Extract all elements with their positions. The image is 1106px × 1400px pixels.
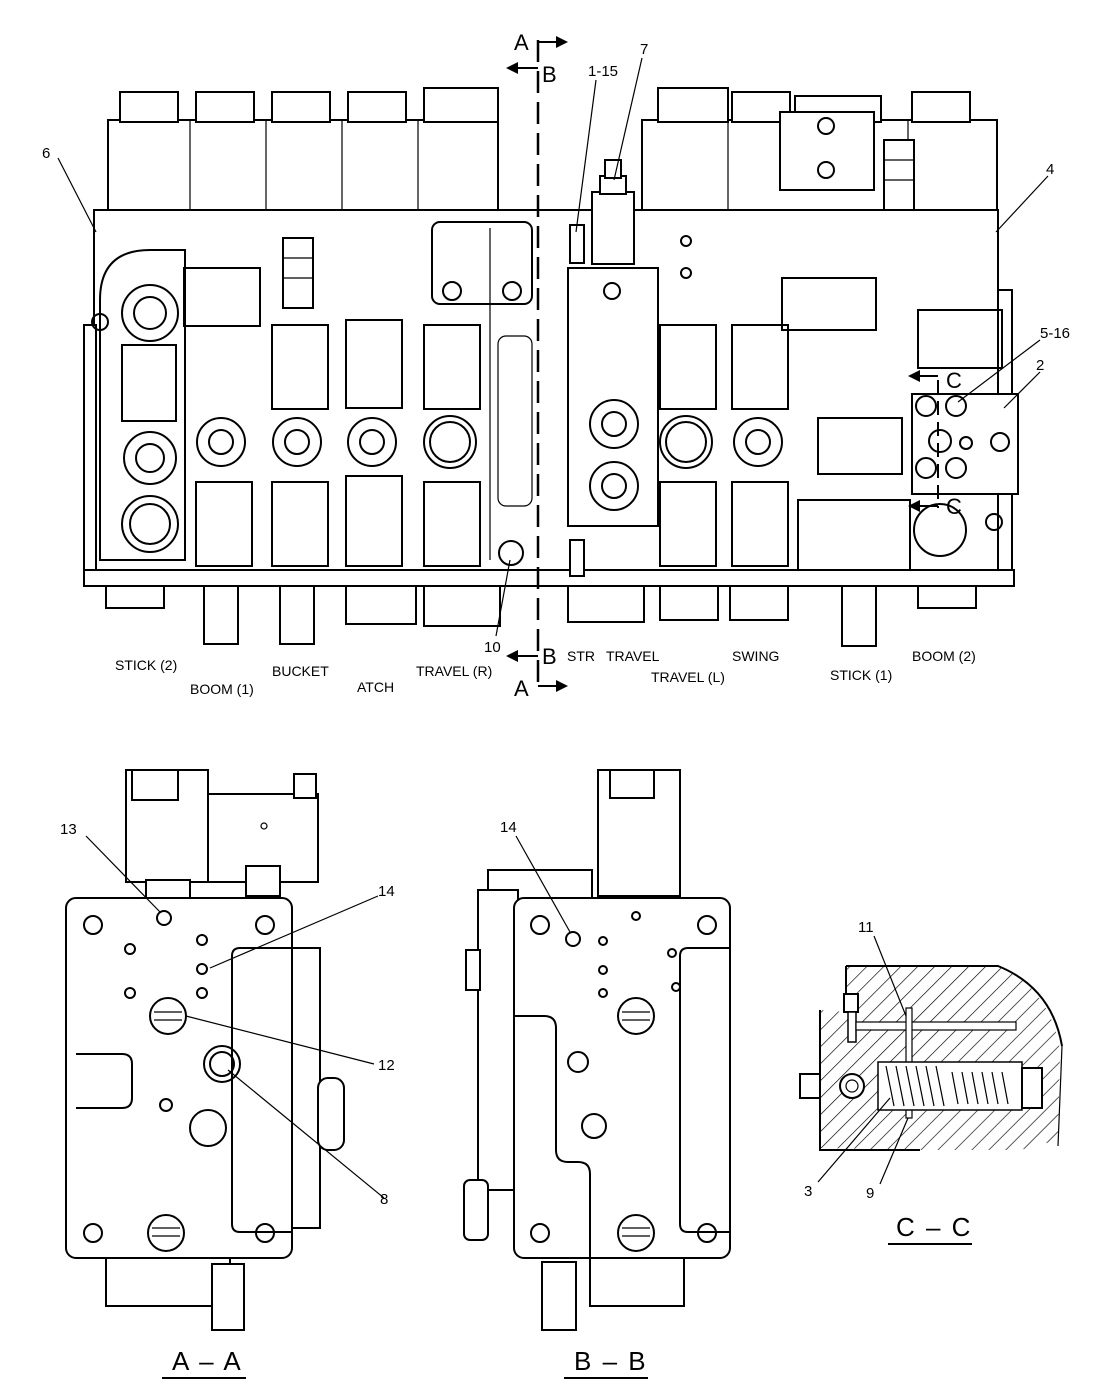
callout-7: 7 xyxy=(640,41,648,58)
section-a-bottom-marker: A xyxy=(514,676,529,701)
section-a-top-marker: A xyxy=(514,30,529,55)
label-str: STR xyxy=(567,648,595,664)
callout-3: 3 xyxy=(804,1183,812,1200)
callout-8: 8 xyxy=(380,1191,388,1208)
label-swing: SWING xyxy=(732,648,779,664)
callout-12: 12 xyxy=(378,1057,395,1074)
section-b-top-marker: B xyxy=(542,62,557,87)
label-travel-l: TRAVEL (L) xyxy=(651,669,725,685)
callout-10: 10 xyxy=(484,639,501,656)
label-stick-1: STICK (1) xyxy=(830,667,892,683)
section-a-a-view: 13 14 12 8 A – A xyxy=(60,769,395,1379)
callout-1-15: 1-15 xyxy=(588,63,618,80)
section-a-a-title: A – A xyxy=(172,1346,243,1376)
label-stick-2: STICK (2) xyxy=(115,657,177,673)
section-c-c-title: C – C xyxy=(896,1212,972,1242)
section-b-bottom-marker: B xyxy=(542,644,557,669)
section-b-b-view: 14 B – B xyxy=(463,769,731,1379)
label-boom-2: BOOM (2) xyxy=(912,648,976,664)
section-b-b-title: B – B xyxy=(574,1346,648,1376)
label-travel-r: TRAVEL (R) xyxy=(416,663,492,679)
callout-5-16: 5-16 xyxy=(1040,325,1070,342)
callout-11: 11 xyxy=(858,919,874,936)
callout-9: 9 xyxy=(866,1185,874,1202)
section-c-c-view: 11 3 9 C – C xyxy=(799,919,1063,1245)
label-boom-1: BOOM (1) xyxy=(190,681,254,697)
callout-6: 6 xyxy=(42,145,50,162)
callout-2: 2 xyxy=(1036,357,1044,374)
section-c-top-marker: C xyxy=(946,368,962,393)
callout-13: 13 xyxy=(60,821,77,838)
label-atch: ATCH xyxy=(357,679,394,695)
label-travel: TRAVEL xyxy=(606,648,660,664)
main-valve-view: A B B A C C 6 4 1-15 7 5-16 2 10 STICK (… xyxy=(42,30,1070,701)
callout-4: 4 xyxy=(1046,161,1054,178)
section-c-bottom-marker: C xyxy=(946,494,962,519)
callout-14-bb: 14 xyxy=(500,819,517,836)
label-bucket: BUCKET xyxy=(272,663,329,679)
callout-14-aa: 14 xyxy=(378,883,395,900)
